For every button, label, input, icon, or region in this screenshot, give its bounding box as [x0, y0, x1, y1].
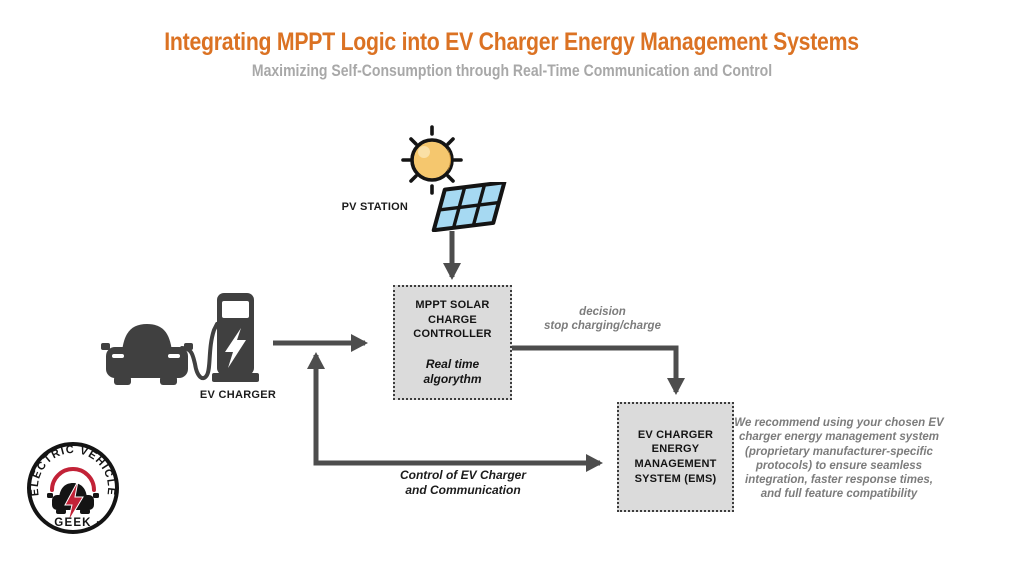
mppt-box-title: MPPT SOLAR CHARGE CONTROLLER	[413, 299, 492, 341]
ev-charger-label: EV CHARGER	[199, 389, 277, 401]
charging-station-icon	[212, 293, 259, 382]
mppt-controller-box: MPPT SOLAR CHARGE CONTROLLER Real time a…	[393, 285, 512, 400]
lightning-bolt-icon	[225, 328, 246, 368]
page-subtitle: Maximizing Self-Consumption through Real…	[0, 62, 1024, 81]
car-icon	[101, 324, 193, 385]
pv-station-label: PV STATION	[341, 201, 408, 213]
sun-icon	[401, 125, 463, 195]
logo-lightning-icon	[64, 480, 84, 523]
station-screen	[222, 301, 249, 318]
recommendation-note: We recommend using your chosen EV charge…	[734, 417, 944, 501]
page-subtitle-text: Maximizing Self-Consumption through Real…	[251, 62, 773, 80]
car-headlight-right	[168, 354, 180, 358]
page-title-text: Integrating MPPT Logic into EV Charger E…	[164, 28, 860, 56]
mppt-box-subtitle: Real time algorythm	[423, 356, 482, 386]
arrow-mppt-to-ems	[512, 345, 685, 395]
ems-box: EV CHARGER ENERGY MANAGEMENT SYSTEM (EMS…	[617, 402, 734, 512]
ev-charger-icon	[101, 293, 259, 385]
control-arrow-label: Control of EV Charger and Communication	[399, 468, 526, 497]
car-headlight-left	[112, 354, 124, 358]
brand-logo: ELECTRIC VEHICLE · GEEK ·	[27, 442, 119, 534]
logo-bottom-text: · GEEK ·	[45, 517, 101, 529]
decision-arrow-label: decision stop charging/charge	[544, 306, 661, 333]
arrow-ems-evcharger-communication	[307, 352, 603, 472]
charging-cable	[180, 322, 219, 381]
page-title: Integrating MPPT Logic into EV Charger E…	[0, 28, 1024, 57]
logo-red-arc	[50, 467, 96, 492]
ems-box-title: EV CHARGER ENERGY MANAGEMENT SYSTEM (EMS…	[634, 428, 717, 485]
solar-panel-icon	[431, 182, 507, 232]
